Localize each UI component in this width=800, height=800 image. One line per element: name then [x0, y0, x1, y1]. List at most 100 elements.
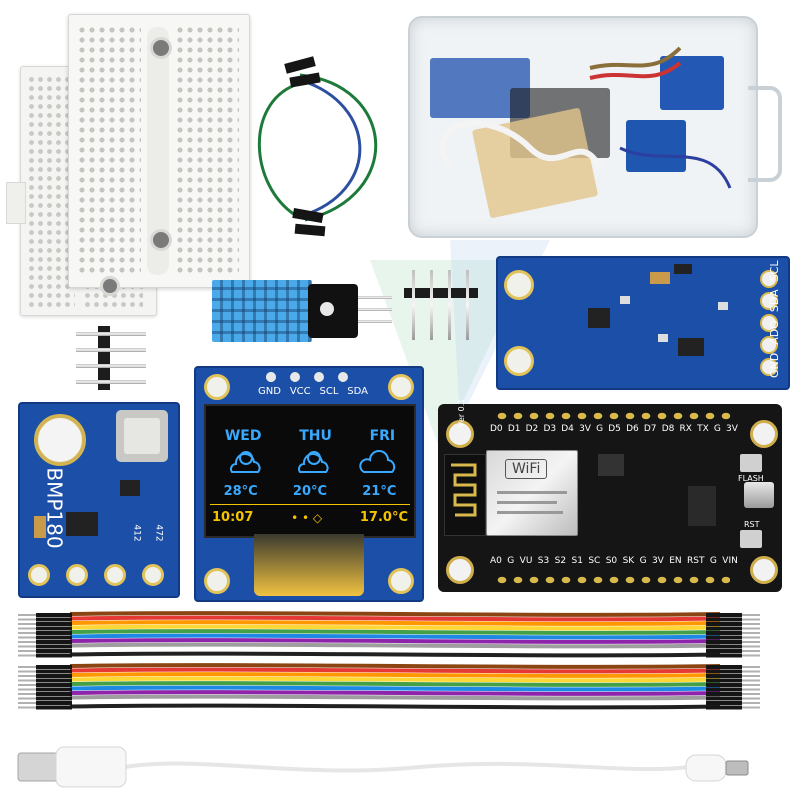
jumper-pin	[742, 645, 760, 648]
cloud-icon	[359, 450, 396, 473]
pin-header-vertical	[404, 270, 478, 340]
gy-pin-label: SCL	[768, 260, 781, 282]
nodemcu-pin-label: S1	[571, 556, 583, 566]
jumper-connector	[36, 649, 72, 653]
jumper-connector	[706, 705, 742, 710]
oled-pin-label: GND	[258, 386, 281, 397]
jumper-wire	[69, 703, 721, 710]
jumper-pin	[18, 636, 36, 639]
esp8266-module: WiFi	[486, 450, 578, 536]
bmp180-label: BMP180	[42, 467, 67, 549]
nodemcu-pin-label: A0	[490, 556, 502, 566]
jumper-connector	[706, 613, 742, 617]
nodemcu-pin-label: G	[709, 556, 717, 566]
nodemcu-pin-label: 3V	[726, 424, 738, 434]
storage-box	[408, 16, 758, 238]
nodemcu-pin-label: RX	[679, 424, 692, 434]
jumper-connector	[36, 669, 72, 674]
nodemcu-pin-label: VU	[519, 556, 533, 566]
jumper-pin	[742, 666, 760, 668]
partly-sunny-icon	[230, 451, 261, 473]
storage-box-latch	[748, 86, 782, 182]
nodemcu-pin-label: RST	[687, 556, 705, 566]
page-indicator: • • ◇	[291, 510, 323, 525]
jumper-connector	[36, 635, 72, 640]
nodemcu-pin-label: 3V	[651, 556, 664, 566]
jumper-connector	[706, 631, 742, 635]
usb-cable	[17, 746, 749, 788]
jumper-pin	[742, 641, 760, 643]
rst-label: RST	[744, 520, 760, 529]
jumper-pin	[742, 670, 760, 673]
jumper-connector	[36, 653, 72, 658]
jumper-pin	[18, 675, 36, 677]
jumper-wire	[69, 667, 721, 674]
jumper-connector	[706, 617, 742, 622]
jumper-pin	[742, 650, 760, 652]
jumper-connector	[36, 617, 72, 622]
jumper-pin	[742, 679, 760, 682]
partly-sunny-icon	[298, 451, 329, 473]
jumper-pin	[18, 654, 36, 657]
oled-pin-label: SDA	[347, 386, 368, 397]
jumper-connector	[36, 622, 72, 626]
flash-button[interactable]	[740, 454, 762, 472]
jumper-connector	[36, 705, 72, 710]
jumper-pin	[18, 614, 36, 616]
jumper-wire	[69, 699, 721, 705]
jumper-wire	[69, 638, 721, 644]
breadboard-tab	[6, 182, 26, 224]
nodemcu-pin-label: G	[639, 556, 647, 566]
jumper-connector	[36, 644, 72, 649]
jumper-wire	[69, 681, 721, 687]
jumper-pin	[18, 645, 36, 648]
nodemcu-pin-label: G	[713, 424, 721, 434]
jumper-pin	[742, 702, 760, 704]
nodemcu-pin-label: VIN	[722, 556, 738, 566]
nodemcu-pin-label: D6	[626, 424, 639, 434]
jumper-wire	[69, 642, 721, 649]
micro-usb-port	[744, 482, 774, 508]
jumper-wire	[69, 651, 721, 658]
gy-pin-label: SDA	[768, 289, 781, 313]
dht11-sensor-module	[212, 280, 392, 342]
forecast-temp: 20°C	[292, 484, 328, 499]
jumper-connector	[706, 701, 742, 705]
nodemcu-pin-label: S2	[554, 556, 567, 566]
reset-button[interactable]	[740, 530, 762, 548]
gy-pin-label: VCC	[768, 229, 781, 253]
jumper-connector	[36, 631, 72, 635]
breadboard-screw	[100, 276, 120, 296]
pin-header-4	[76, 326, 146, 390]
jumper-wire	[69, 663, 721, 669]
jumper-connector	[706, 644, 742, 649]
jumper-pin	[18, 702, 36, 704]
jumper-wire	[69, 647, 721, 653]
flash-label: FLASH	[738, 474, 764, 483]
jumper-connector	[36, 640, 72, 644]
jumper-pin	[18, 684, 36, 686]
oled-screen: WED THU FRI 28°C 20°C 21°C	[204, 404, 416, 538]
jumper-wire	[69, 615, 721, 622]
jumper-wire	[69, 694, 721, 701]
nodemcu-pin-label: G	[507, 556, 515, 566]
jumper-connector	[706, 626, 742, 631]
jumper-connector	[706, 683, 742, 687]
jumper-pin	[742, 623, 760, 625]
jumper-wire	[69, 633, 721, 640]
jumper-connector	[36, 701, 72, 705]
jumper-pin	[742, 706, 760, 709]
oled-display-module: GND VCC SCL SDA WED THU FRI	[194, 366, 424, 602]
nodemcu-pin-label: SK	[622, 556, 635, 566]
jumper-pin	[18, 670, 36, 673]
jumper-connector	[706, 665, 742, 669]
nodemcu-board: D0 D1 D2 D3 D4 3V G D5 D6 D7 D8 RX TX G …	[438, 399, 782, 592]
jumper-pin	[18, 618, 36, 621]
nodemcu-pin-label: G	[596, 424, 604, 434]
jumper-connector	[36, 683, 72, 687]
jumper-connector	[36, 613, 72, 617]
jumper-wire	[69, 624, 721, 631]
jumper-wire	[69, 685, 721, 692]
jumper-pin	[742, 684, 760, 686]
jumper-pin	[18, 693, 36, 695]
